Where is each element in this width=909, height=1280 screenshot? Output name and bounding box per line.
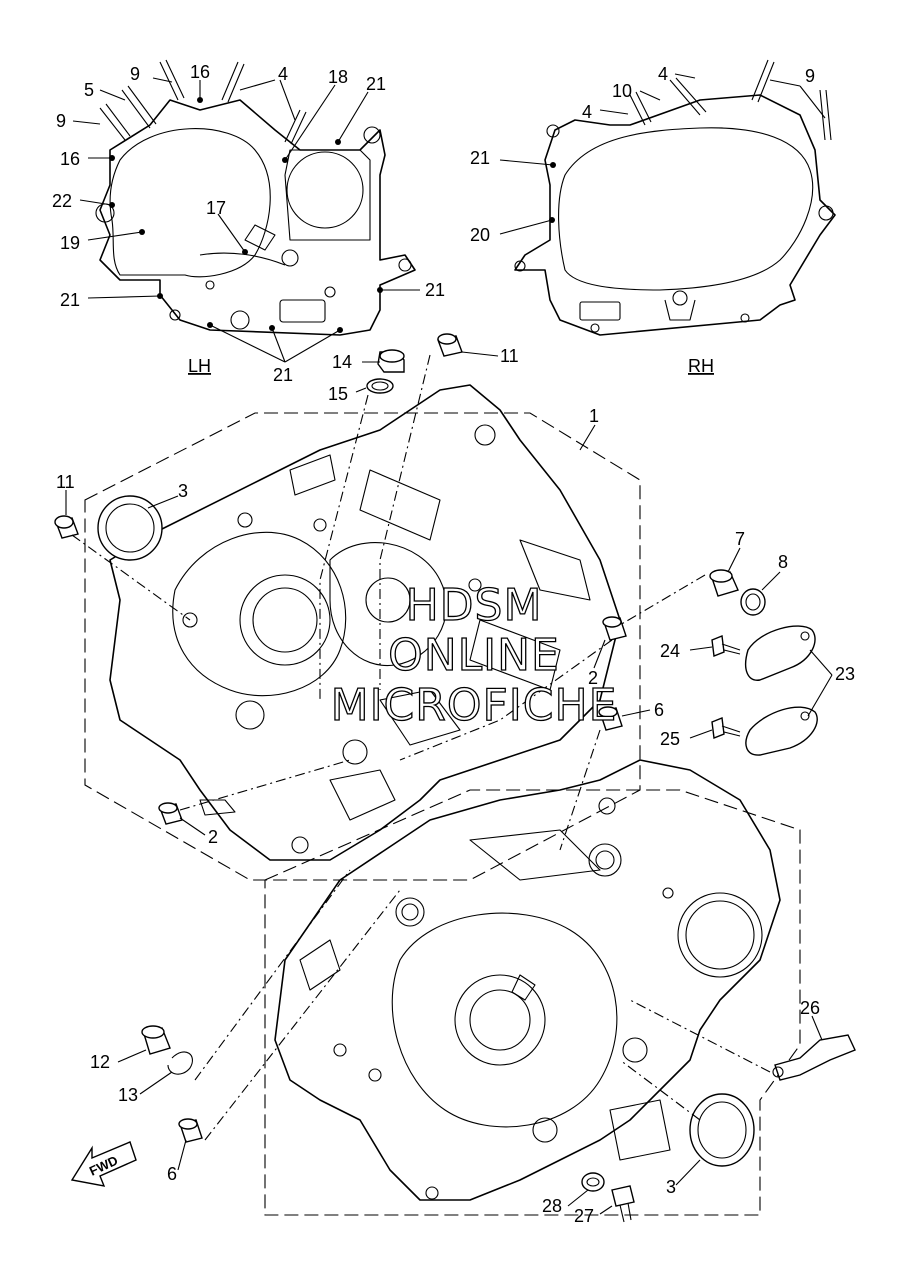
lh-label: LH xyxy=(188,356,211,376)
callout-27: 27 xyxy=(574,1206,594,1226)
callout-7: 7 xyxy=(735,529,745,549)
callout-16: 16 xyxy=(60,149,80,169)
callout-3: 3 xyxy=(178,481,188,501)
watermark-line1: HDSM xyxy=(406,580,543,631)
callout-13: 13 xyxy=(118,1085,138,1105)
callout-16: 16 xyxy=(190,62,210,82)
callout-11: 11 xyxy=(56,472,75,492)
callout-15: 15 xyxy=(328,384,348,404)
callout-9: 9 xyxy=(805,66,815,86)
callout-4: 4 xyxy=(582,102,592,122)
rh-crankcase-gasket xyxy=(514,59,836,336)
callout-24: 24 xyxy=(660,641,680,661)
callout-17: 17 xyxy=(206,198,226,218)
watermark: HDSM ONLINE MICROFICHE xyxy=(330,579,618,731)
callout-21: 21 xyxy=(60,290,80,310)
callout-21: 21 xyxy=(470,148,490,168)
callout-3: 3 xyxy=(666,1177,676,1197)
callout-6: 6 xyxy=(654,700,664,720)
callout-6: 6 xyxy=(167,1164,177,1184)
callout-11: 11 xyxy=(500,346,519,366)
left-crankcase-half xyxy=(99,384,621,861)
callout-1: 1 xyxy=(589,406,599,426)
callout-20: 20 xyxy=(470,225,490,245)
leader-lines xyxy=(71,354,771,1141)
callout-23: 23 xyxy=(835,664,855,684)
callout-19: 19 xyxy=(60,233,80,253)
lh-crankcase-gasket xyxy=(95,59,416,336)
callout-leaders xyxy=(65,73,833,1215)
callout-2: 2 xyxy=(588,668,598,688)
callout-26: 26 xyxy=(800,998,820,1018)
callout-9: 9 xyxy=(56,111,66,131)
callout-4: 4 xyxy=(658,64,668,84)
right-crankcase-half xyxy=(274,759,781,1201)
callout-5: 5 xyxy=(84,80,94,100)
callout-14: 14 xyxy=(332,352,352,372)
callout-22: 22 xyxy=(52,191,72,211)
callout-4: 4 xyxy=(278,64,288,84)
watermark-line3: MICROFICHE xyxy=(331,680,618,731)
callout-8: 8 xyxy=(778,552,788,572)
callout-numbers: 9 16 4 18 21 5 9 16 22 17 19 21 21 21 4 … xyxy=(52,62,855,1226)
callout-2: 2 xyxy=(208,827,218,847)
callout-9: 9 xyxy=(130,64,140,84)
rh-case-outline xyxy=(264,789,801,1216)
callout-21: 21 xyxy=(366,74,386,94)
rh-label: RH xyxy=(688,356,714,376)
callout-12: 12 xyxy=(90,1052,110,1072)
callout-28: 28 xyxy=(542,1196,562,1216)
callout-10: 10 xyxy=(612,81,632,101)
callout-18: 18 xyxy=(328,67,348,87)
callout-21: 21 xyxy=(273,365,293,385)
callout-25: 25 xyxy=(660,729,680,749)
callout-21: 21 xyxy=(425,280,445,300)
parts-small xyxy=(54,333,856,1223)
watermark-line2: ONLINE xyxy=(388,630,560,681)
